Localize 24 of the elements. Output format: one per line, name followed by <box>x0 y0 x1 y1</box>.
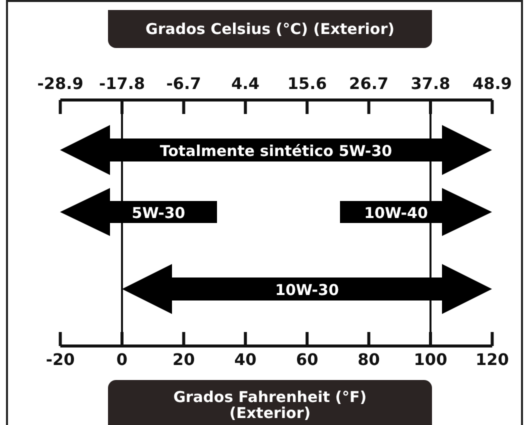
celsius-tick-label: -6.7 <box>166 74 202 93</box>
arrow-label: 5W-30 <box>132 204 186 222</box>
header-title: Grados Fahrenheit (°F) (Exterior) <box>172 389 368 421</box>
arrow-label: 10W-40 <box>364 204 428 222</box>
fahrenheit-tick-label: 100 <box>414 350 448 369</box>
celsius-tick-label: 37.8 <box>410 74 450 93</box>
fahrenheit-tick-label: 20 <box>172 350 195 369</box>
fahrenheit-tick-label: 80 <box>358 350 380 369</box>
fahrenheit-tick-label: 0 <box>116 350 128 369</box>
celsius-tick-label: 15.6 <box>287 74 327 93</box>
header-banner <box>108 10 432 48</box>
celsius-tick-label: -28.9 <box>37 74 84 93</box>
header-banner <box>108 380 432 425</box>
fahrenheit-tick-label: -20 <box>46 350 75 369</box>
celsius-tick-label: 26.7 <box>349 74 389 93</box>
fahrenheit-tick-label: 60 <box>296 350 318 369</box>
arrow-label: Totalmente sintético 5W-30 <box>160 142 392 160</box>
celsius-tick-label: -17.8 <box>98 74 146 93</box>
fahrenheit-tick-label: 120 <box>475 350 509 369</box>
fahrenheit-tick-label: 40 <box>234 350 257 369</box>
header-title: Grados Celsius (°C) (Exterior) <box>146 21 394 37</box>
celsius-tick-label: 48.9 <box>472 74 512 93</box>
celsius-tick-label: 4.4 <box>231 74 260 93</box>
arrow-label: 10W-30 <box>275 281 339 299</box>
